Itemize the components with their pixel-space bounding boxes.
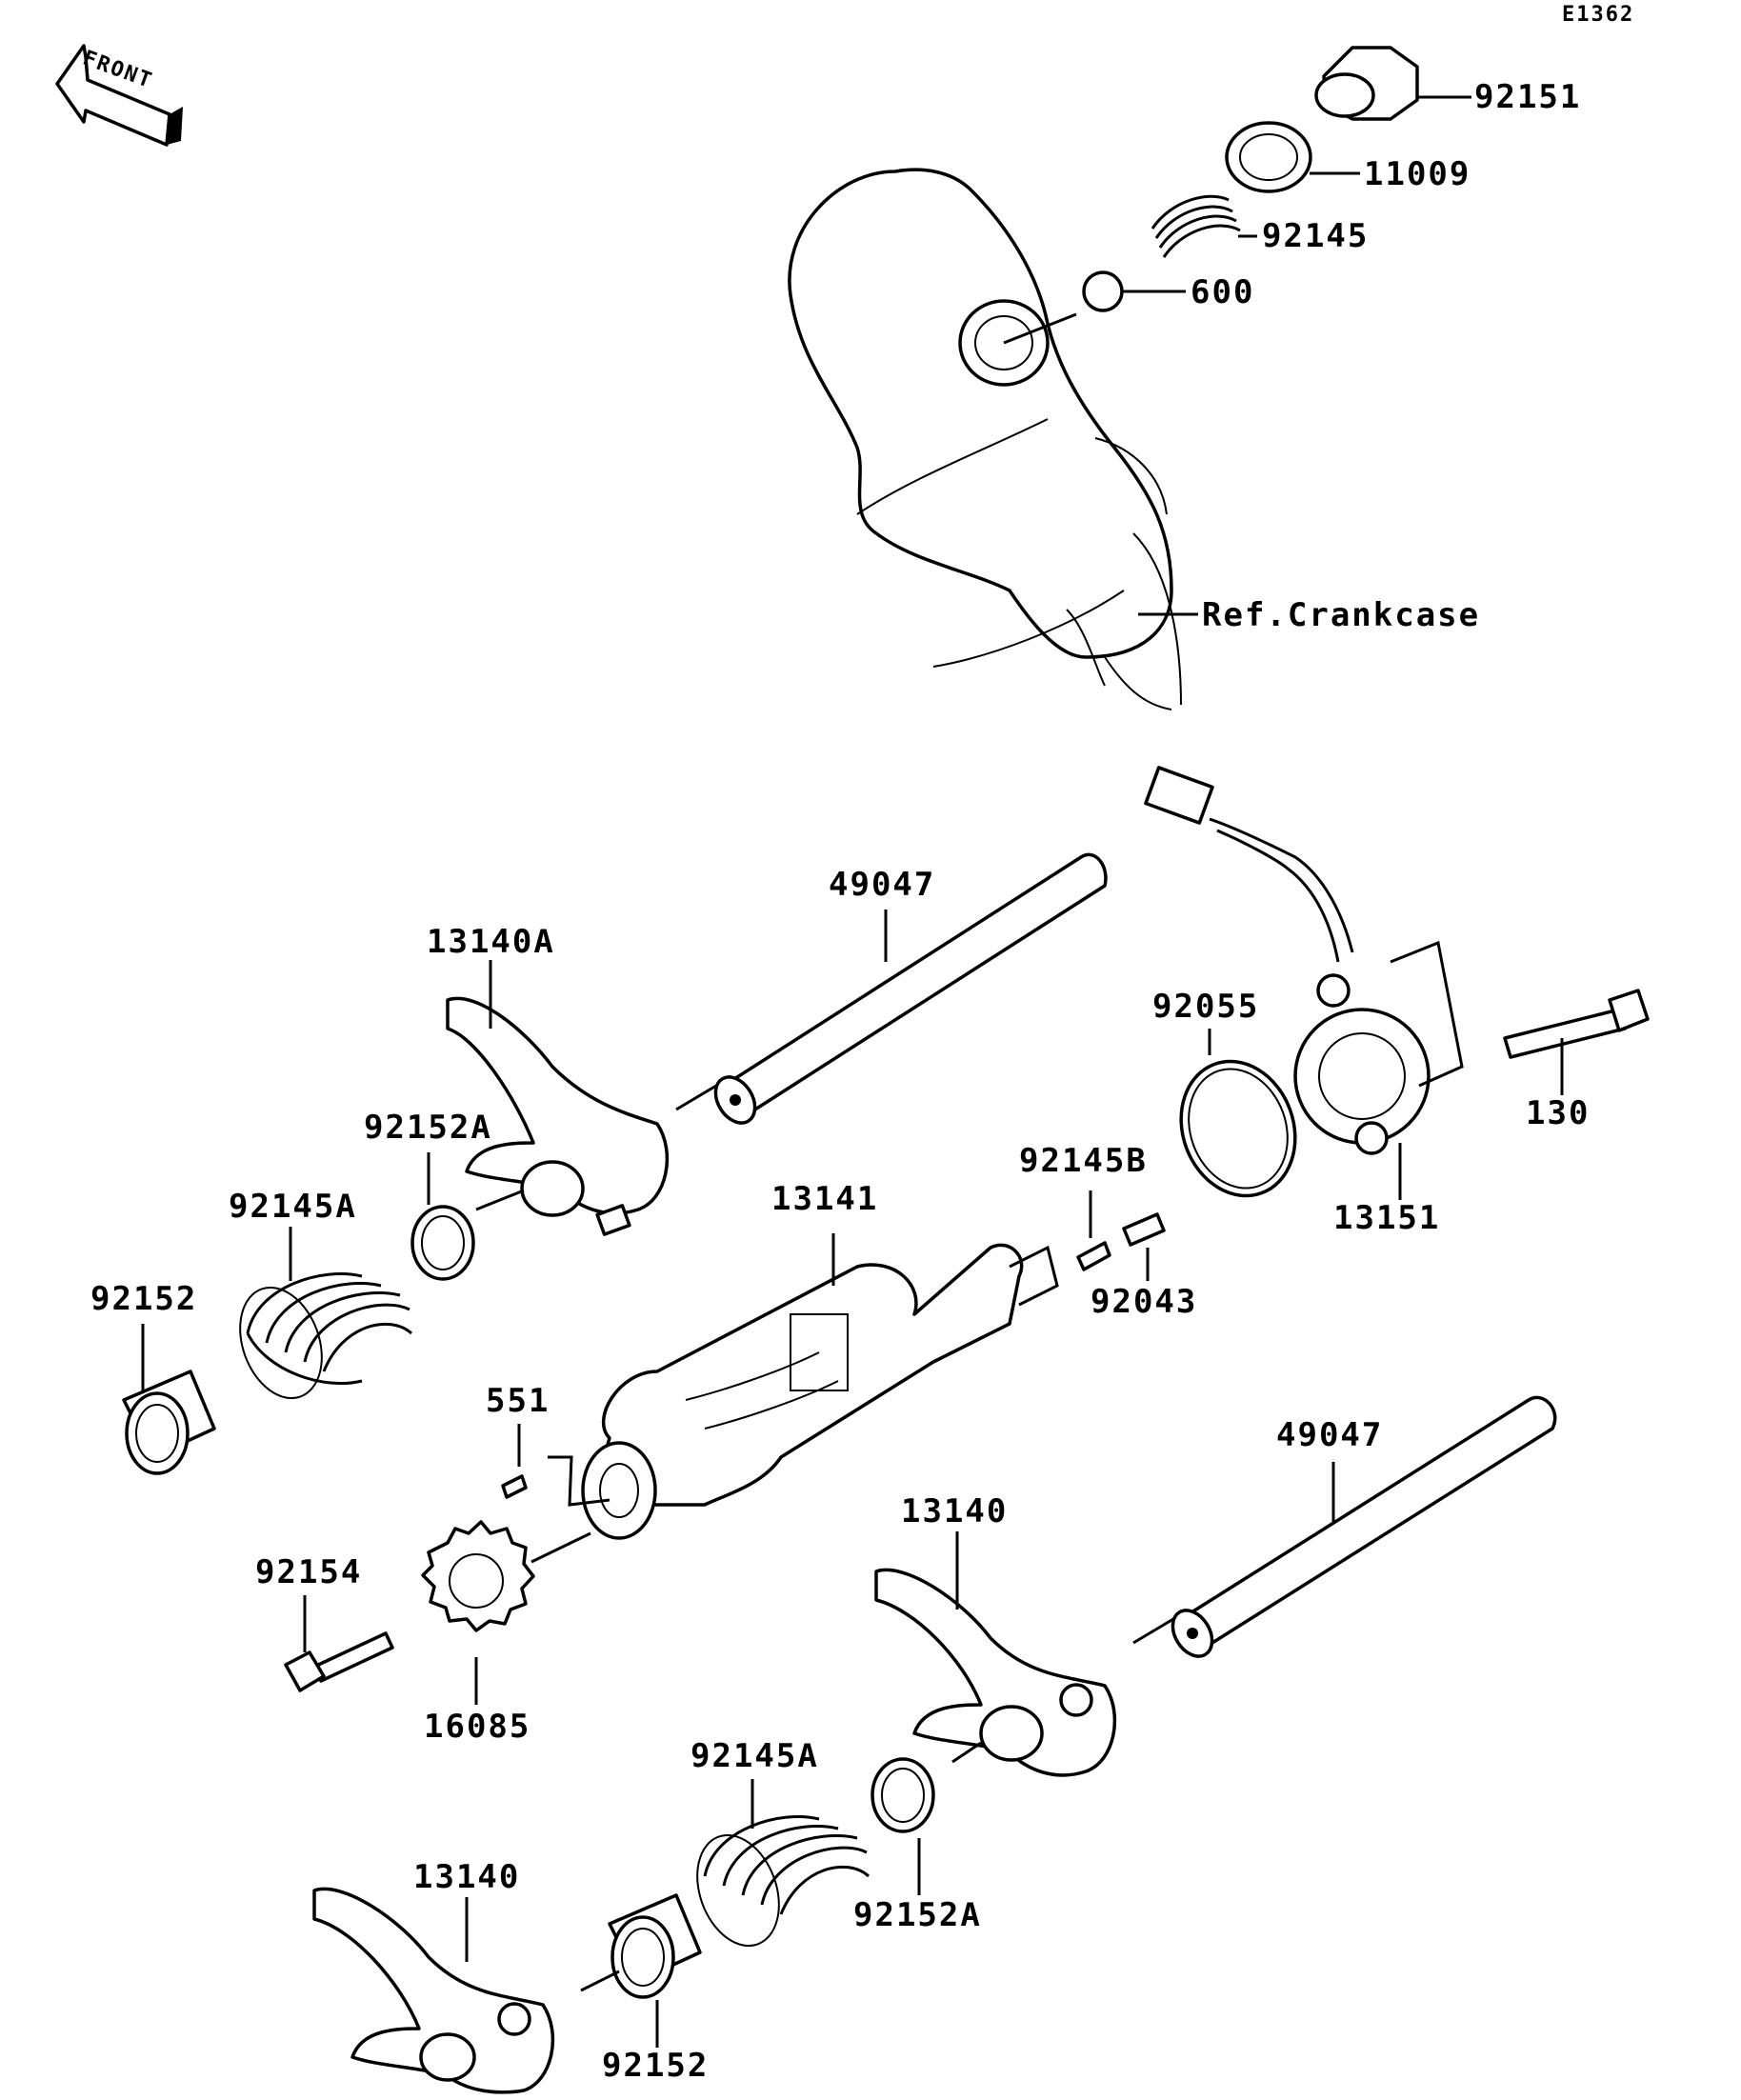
- bolt-130: [1503, 989, 1650, 1059]
- shaft-49047-bottom: [1171, 1395, 1557, 1658]
- callout-13140-bottom: 13140: [413, 1858, 520, 1896]
- spring-92145A-top: [239, 1272, 413, 1400]
- callout-92145: 92145: [1262, 217, 1369, 255]
- callout-49047-top: 49047: [829, 866, 935, 904]
- callout-92152-bottom: 92152: [602, 2047, 709, 2085]
- callout-92145A-bottom: 92145A: [690, 1737, 819, 1775]
- bushing-92152-bottom: [608, 1893, 702, 1999]
- spring-92145A-bottom: [696, 1815, 870, 1948]
- callout-16085: 16085: [424, 1708, 530, 1746]
- crankcase-reference: [788, 168, 1182, 710]
- callout-13140A: 13140A: [427, 923, 555, 961]
- callout-13140-mid: 13140: [901, 1492, 1008, 1530]
- callout-92154: 92154: [255, 1553, 362, 1591]
- callout-130: 130: [1526, 1094, 1590, 1132]
- spring-92145: [1151, 194, 1241, 258]
- callout-92043: 92043: [1091, 1283, 1197, 1321]
- pin-92043: [1122, 1212, 1166, 1247]
- sensor-13151: [1144, 766, 1431, 1155]
- callout-92152A-top: 92152A: [364, 1109, 492, 1147]
- shift-drum-13141: [581, 1243, 1024, 1540]
- callout-49047-bottom: 49047: [1276, 1416, 1383, 1454]
- bushing-92152-top: [122, 1370, 216, 1475]
- fork-13140A: [446, 996, 670, 1236]
- pin-551: [501, 1474, 528, 1499]
- reference-crankcase-label: Ref.Crankcase: [1202, 596, 1480, 634]
- ball-600: [1082, 270, 1124, 312]
- callout-92151: 92151: [1474, 78, 1581, 116]
- gear-16085: [421, 1520, 535, 1632]
- bolt-92154: [284, 1631, 394, 1692]
- callout-92145A-top: 92145A: [229, 1188, 357, 1226]
- callout-551: 551: [486, 1382, 550, 1420]
- callout-13151: 13151: [1333, 1199, 1440, 1237]
- bushing-92152A-top: [410, 1205, 475, 1281]
- shaft-49047-top: [713, 852, 1108, 1125]
- diagram-code: E1362: [1562, 3, 1634, 27]
- bushing-92152A-bottom: [870, 1757, 935, 1833]
- callout-11009: 11009: [1364, 155, 1471, 193]
- pin-92145B: [1076, 1241, 1111, 1271]
- front-arrow-icon: FRONT: [55, 44, 183, 147]
- callout-92055: 92055: [1152, 988, 1259, 1026]
- callout-92152-top: 92152: [90, 1280, 197, 1318]
- callout-92145B: 92145B: [1019, 1142, 1148, 1180]
- o-ring-92055: [1179, 1059, 1297, 1198]
- plug-92151: [1314, 46, 1419, 121]
- fork-13140-mid: [874, 1568, 1117, 1777]
- callout-92152A-bottom: 92152A: [853, 1896, 982, 1934]
- washer-11009: [1225, 121, 1312, 193]
- callout-13141: 13141: [771, 1180, 878, 1218]
- fork-13140-bottom: [312, 1887, 555, 2094]
- callout-600: 600: [1191, 273, 1254, 311]
